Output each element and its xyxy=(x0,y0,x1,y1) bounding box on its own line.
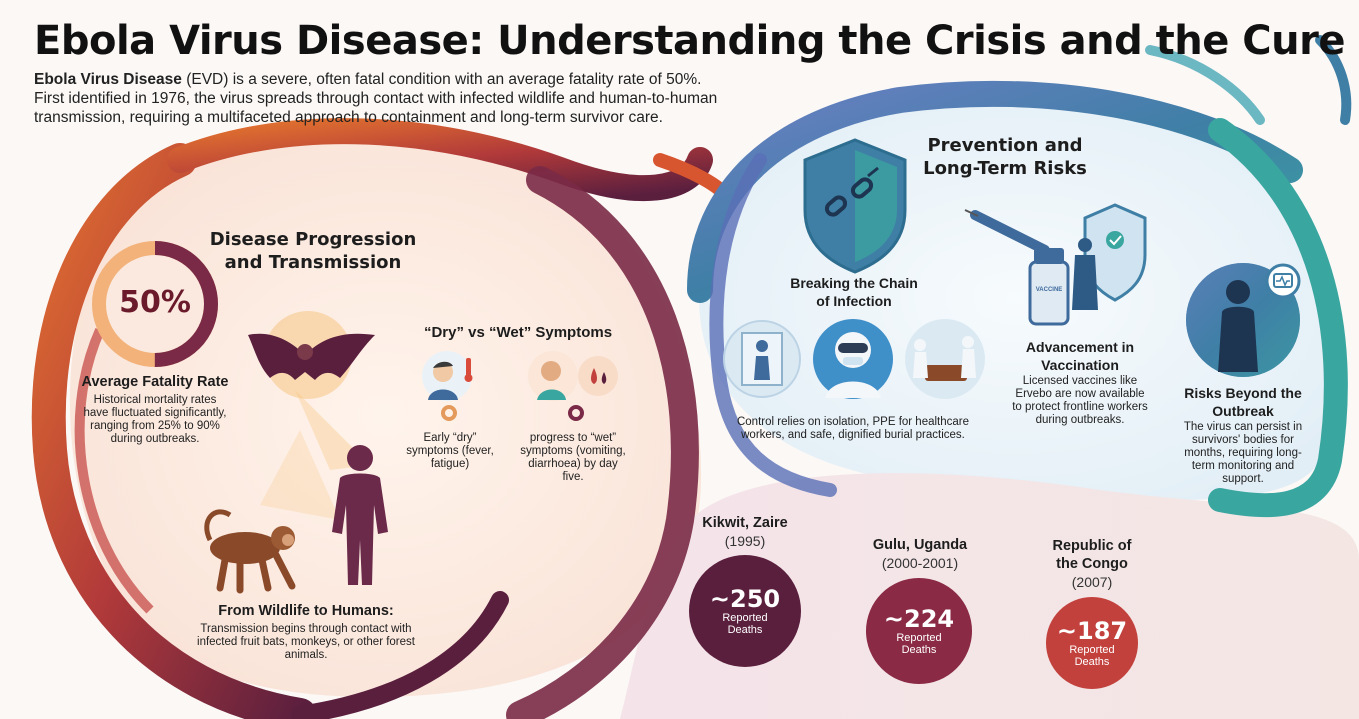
progression-heading-line2: and Transmission xyxy=(224,252,402,273)
fatality-ring xyxy=(92,241,218,367)
chain-text: Control relies on isolation, PPE for hea… xyxy=(736,416,970,441)
risks-text: The virus can persist in survivors' bodi… xyxy=(1183,421,1303,485)
deaths-label: Reported Deaths xyxy=(1069,644,1115,668)
outbreak-deaths-circle: ~224 Reported Deaths xyxy=(866,578,972,684)
monkey-icon xyxy=(204,509,296,594)
intro-text: (EVD) is a severe, often fatal condition… xyxy=(34,71,718,126)
outbreak-place-line1: Republic of xyxy=(1052,538,1132,554)
intro-paragraph: Ebola Virus Disease (EVD) is a severe, o… xyxy=(34,70,734,127)
deaths-label: Reported Deaths xyxy=(722,612,768,636)
page-title: Ebola Virus Disease: Understanding the C… xyxy=(34,18,1345,64)
isolation-icon xyxy=(723,320,801,398)
prevention-heading-line2: Long-Term Risks xyxy=(923,158,1087,179)
outbreak-years: (2000-2001) xyxy=(881,555,959,571)
outbreak-years: (2007) xyxy=(1071,574,1113,590)
dry-marker-icon xyxy=(441,405,457,421)
outbreak-gulu: Gulu, Uganda (2000-2001) xyxy=(855,536,985,572)
outbreak-place-line2: the Congo xyxy=(1056,556,1128,572)
risks-title: Risks Beyond the Outbreak xyxy=(1172,384,1314,420)
risks-person-icon xyxy=(1186,263,1301,377)
risks-title-line2: Outbreak xyxy=(1212,403,1274,419)
fatality-value: 50% xyxy=(119,285,191,320)
wildlife-title: From Wildlife to Humans: xyxy=(218,603,394,619)
vaccine-title-line2: Vaccination xyxy=(1041,357,1119,373)
chain-title: Breaking the Chain of Infection xyxy=(770,274,938,310)
wet-symptom-icon xyxy=(528,351,618,401)
wildlife-text: Transmission begins through contact with… xyxy=(197,623,415,661)
vaccine-icon xyxy=(964,203,1147,326)
wet-marker-icon xyxy=(568,405,584,421)
outbreak-place: Gulu, Uganda xyxy=(872,537,968,553)
vaccine-title-line1: Advancement in xyxy=(1025,339,1135,355)
progression-heading: Disease Progression and Transmission xyxy=(200,228,426,274)
outbreak-congo: Republic of the Congo (2007) xyxy=(1032,537,1152,591)
deaths-value: ~187 xyxy=(1056,617,1128,645)
dry-symptoms-text: Early “dry” symptoms (fever, fatigue) xyxy=(406,432,494,470)
ppe-icon xyxy=(813,319,893,399)
shield-chain-icon xyxy=(803,138,907,274)
burial-icon xyxy=(905,319,985,399)
deaths-value: ~224 xyxy=(883,605,955,633)
human-figure-icon xyxy=(332,445,388,585)
symptoms-heading: “Dry” vs “Wet” Symptoms xyxy=(423,324,613,341)
chain-title-line1: Breaking the Chain xyxy=(790,275,918,291)
outbreak-years: (1995) xyxy=(724,533,766,549)
deaths-value: ~250 xyxy=(709,585,781,613)
prevention-heading-line1: Prevention and xyxy=(927,135,1083,156)
fatality-title: Average Fatality Rate xyxy=(81,374,229,390)
vaccine-title: Advancement in Vaccination xyxy=(1005,338,1155,374)
intro-bold: Ebola Virus Disease xyxy=(34,71,182,88)
risks-title-line1: Risks Beyond the xyxy=(1184,385,1302,401)
outbreak-deaths-circle: ~187 Reported Deaths xyxy=(1046,597,1138,689)
chain-title-line2: of Infection xyxy=(816,293,892,309)
fatality-text: Historical mortality rates have fluctuat… xyxy=(83,394,227,445)
wet-symptoms-text: progress to “wet” symptoms (vomiting, di… xyxy=(520,432,626,483)
deaths-label: Reported Deaths xyxy=(896,632,942,656)
vaccine-vial-label: VACCINE xyxy=(1035,287,1063,293)
vaccine-text: Licensed vaccines like Ervebo are now av… xyxy=(1012,375,1148,426)
dry-symptom-icon xyxy=(422,351,473,401)
outbreak-kikwit: Kikwit, Zaire (1995) xyxy=(685,514,805,550)
bat-icon xyxy=(248,311,375,399)
prevention-heading: Prevention and Long-Term Risks xyxy=(905,134,1105,180)
outbreak-place: Kikwit, Zaire xyxy=(702,515,788,531)
outbreak-deaths-circle: ~250 Reported Deaths xyxy=(689,555,801,667)
progression-heading-line1: Disease Progression xyxy=(209,229,417,250)
